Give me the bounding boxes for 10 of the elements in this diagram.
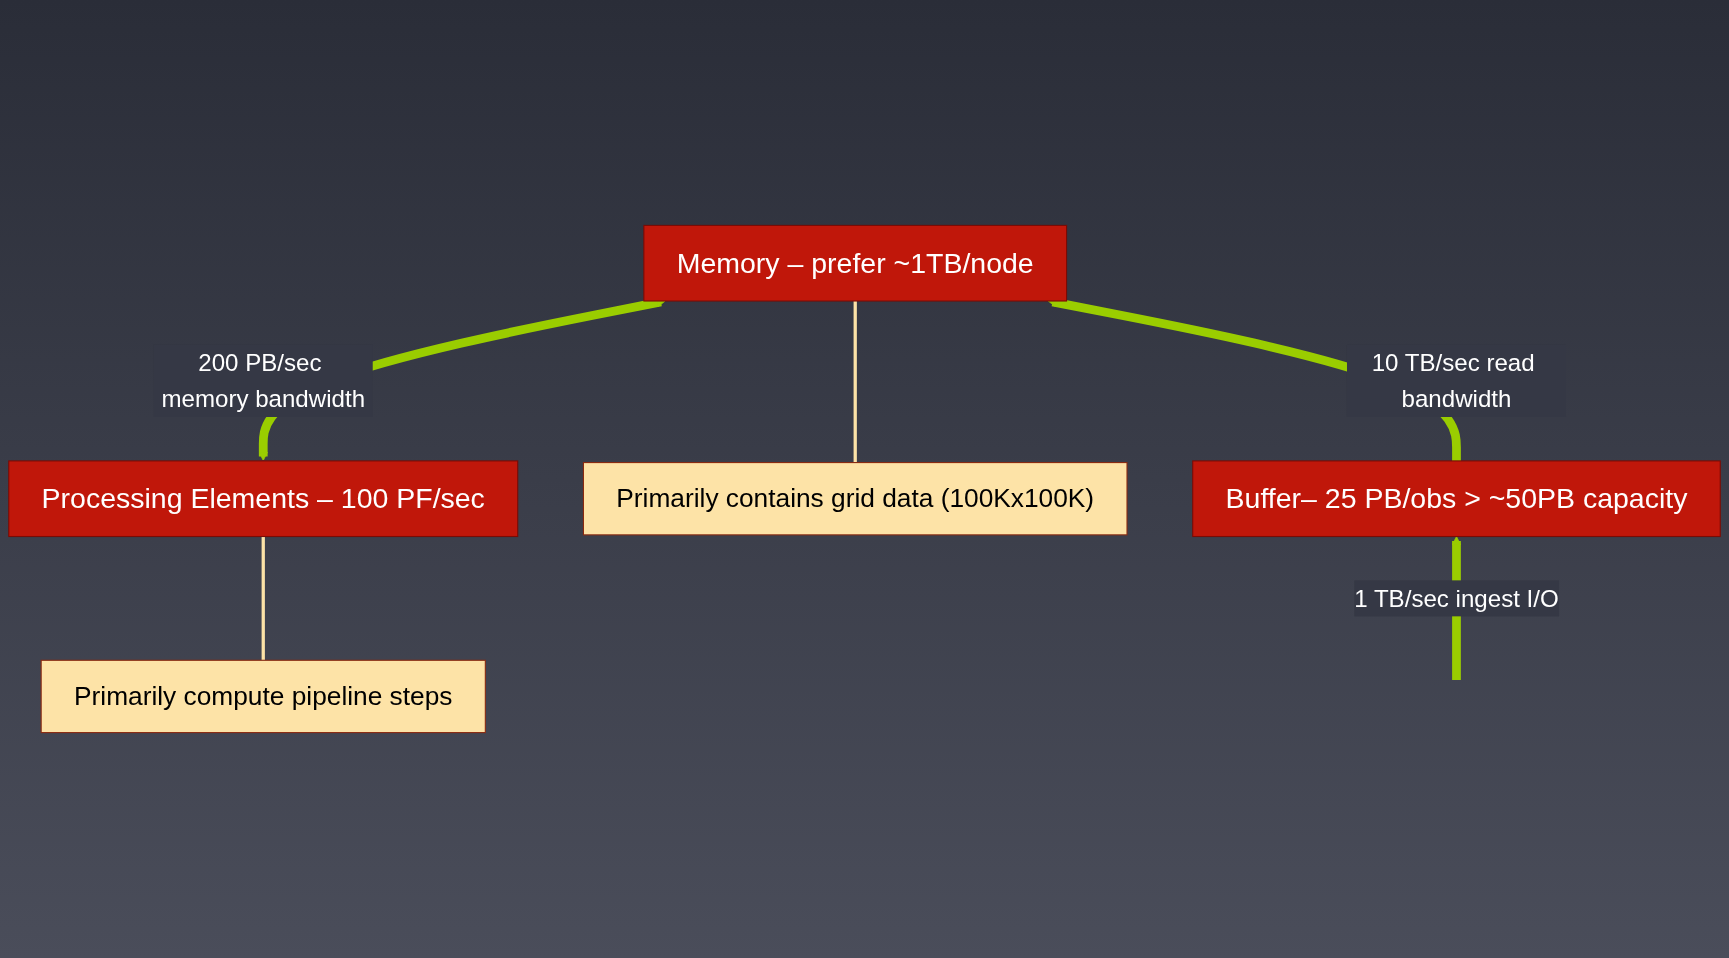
edge-label: 1 TB/sec ingest I/O <box>1354 584 1559 613</box>
node-box: Primarily contains grid data (100Kx100K) <box>582 462 1128 536</box>
node-box: Primarily compute pipeline steps <box>40 659 486 734</box>
connector <box>261 536 265 661</box>
node-box: Buffer– 25 PB/obs > ~50PB capacity <box>1192 460 1721 538</box>
edge-label: 10 TB/sec read bandwidth <box>1371 349 1535 413</box>
connector <box>853 301 857 463</box>
node-box: Processing Elements – 100 PF/sec <box>8 460 519 538</box>
edge-label: 200 PB/sec memory bandwidth <box>161 349 366 413</box>
node-box: Memory – prefer ~1TB/node <box>643 224 1068 302</box>
